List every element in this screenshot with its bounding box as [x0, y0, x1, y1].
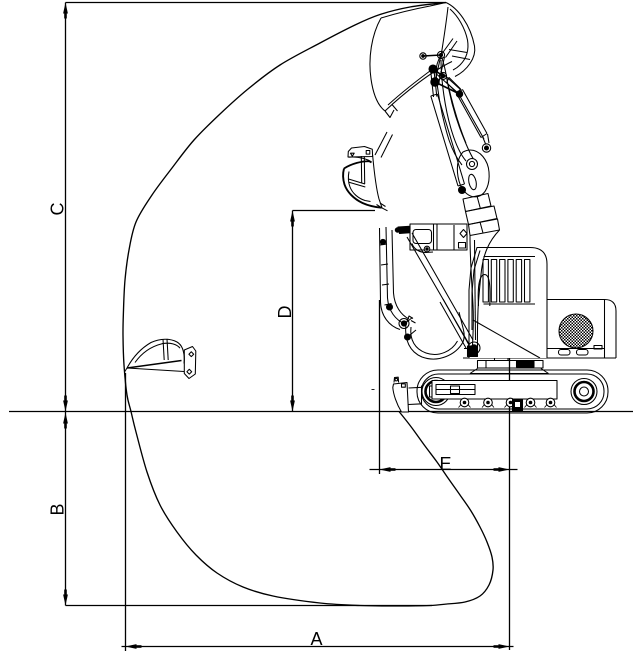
svg-text:C: C — [48, 203, 68, 216]
svg-text:D: D — [275, 306, 295, 319]
svg-text:A: A — [310, 629, 322, 649]
svg-text:B: B — [47, 503, 67, 515]
svg-text:E: E — [440, 454, 452, 474]
